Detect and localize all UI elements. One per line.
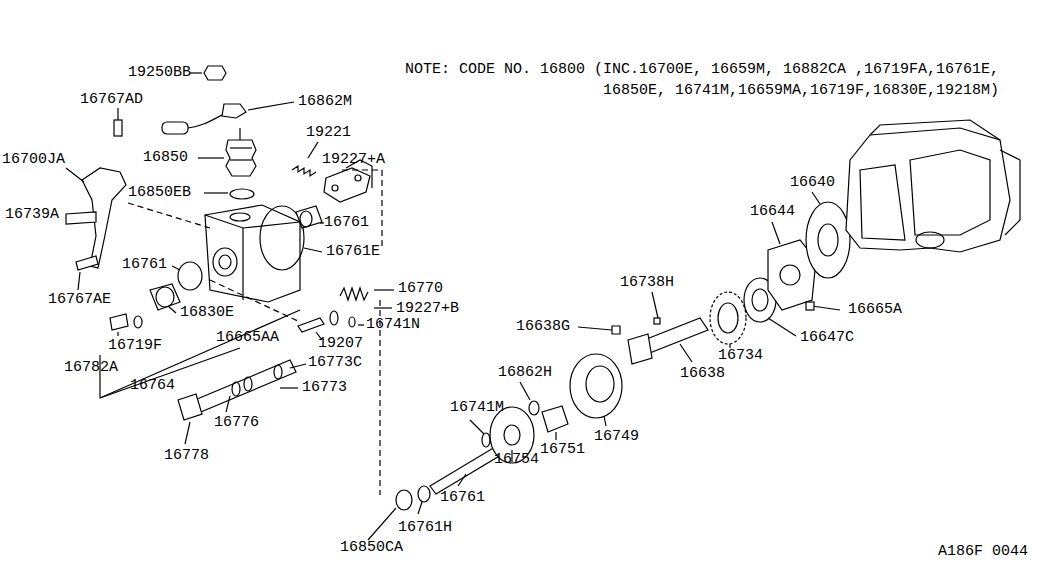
note-text: NOTE: CODE NO. 16800 (INC.16700E, 16659M… xyxy=(405,61,999,79)
callout-number: 16761H xyxy=(398,519,452,537)
callout-number: 16776 xyxy=(214,414,259,432)
callout-number: 16761 xyxy=(440,489,485,507)
figure-code: A186F 0044 xyxy=(938,543,1028,561)
callout-number: 16761 xyxy=(122,256,167,274)
callout-number: 16665A xyxy=(848,301,902,319)
callout-number: 16741N xyxy=(366,316,420,334)
callout-number: 16751 xyxy=(540,441,585,459)
callout-number: 16761E xyxy=(326,243,380,261)
callout-number: 16782A xyxy=(64,359,118,377)
callout-number: 19221 xyxy=(306,124,351,142)
callout-number: 16749 xyxy=(594,428,639,446)
callout-number: 16719F xyxy=(108,337,162,355)
callout-number: 19250BB xyxy=(128,64,191,82)
note-text: 16850E, 16741M,16659MA,16719F,16830E,192… xyxy=(603,82,999,100)
callout-number: 16850EB xyxy=(128,184,191,202)
callout-number: 16739A xyxy=(5,206,59,224)
callout-number: 16778 xyxy=(164,447,209,465)
callout-number: 16638 xyxy=(680,365,725,383)
callout-number: 16761 xyxy=(324,214,369,232)
callout-number: 16638G xyxy=(516,318,570,336)
callout-number: 16773 xyxy=(302,379,347,397)
callout-number: 16700JA xyxy=(2,151,65,169)
callout-number: 16665AA xyxy=(216,329,279,347)
callout-number: 16738H xyxy=(620,274,674,292)
pump-rotor-assembly xyxy=(368,120,1020,540)
callout-number: 16741M xyxy=(450,399,504,417)
callout-number: 19207 xyxy=(318,335,363,353)
callout-number: 16734 xyxy=(718,347,763,365)
callout-number: 16773C xyxy=(308,354,362,372)
callout-number: 16640 xyxy=(790,174,835,192)
callout-number: 19227+B xyxy=(396,300,459,318)
callout-number: 16850CA xyxy=(340,539,403,557)
callout-number: 16767AE xyxy=(48,291,111,309)
callout-number: 16764 xyxy=(130,377,175,395)
callout-number: 16754 xyxy=(494,451,539,469)
callout-number: 19227+A xyxy=(322,151,385,169)
callout-number: 16647C xyxy=(800,329,854,347)
callout-number: 16850 xyxy=(143,149,188,167)
callout-number: 16862H xyxy=(498,364,552,382)
callout-number: 16767AD xyxy=(80,91,143,109)
injection-pump-head xyxy=(66,66,394,495)
callout-number: 16830E xyxy=(180,304,234,322)
callout-number: 16770 xyxy=(398,280,443,298)
callout-number: 16862M xyxy=(298,93,352,111)
callout-number: 16644 xyxy=(750,203,795,221)
